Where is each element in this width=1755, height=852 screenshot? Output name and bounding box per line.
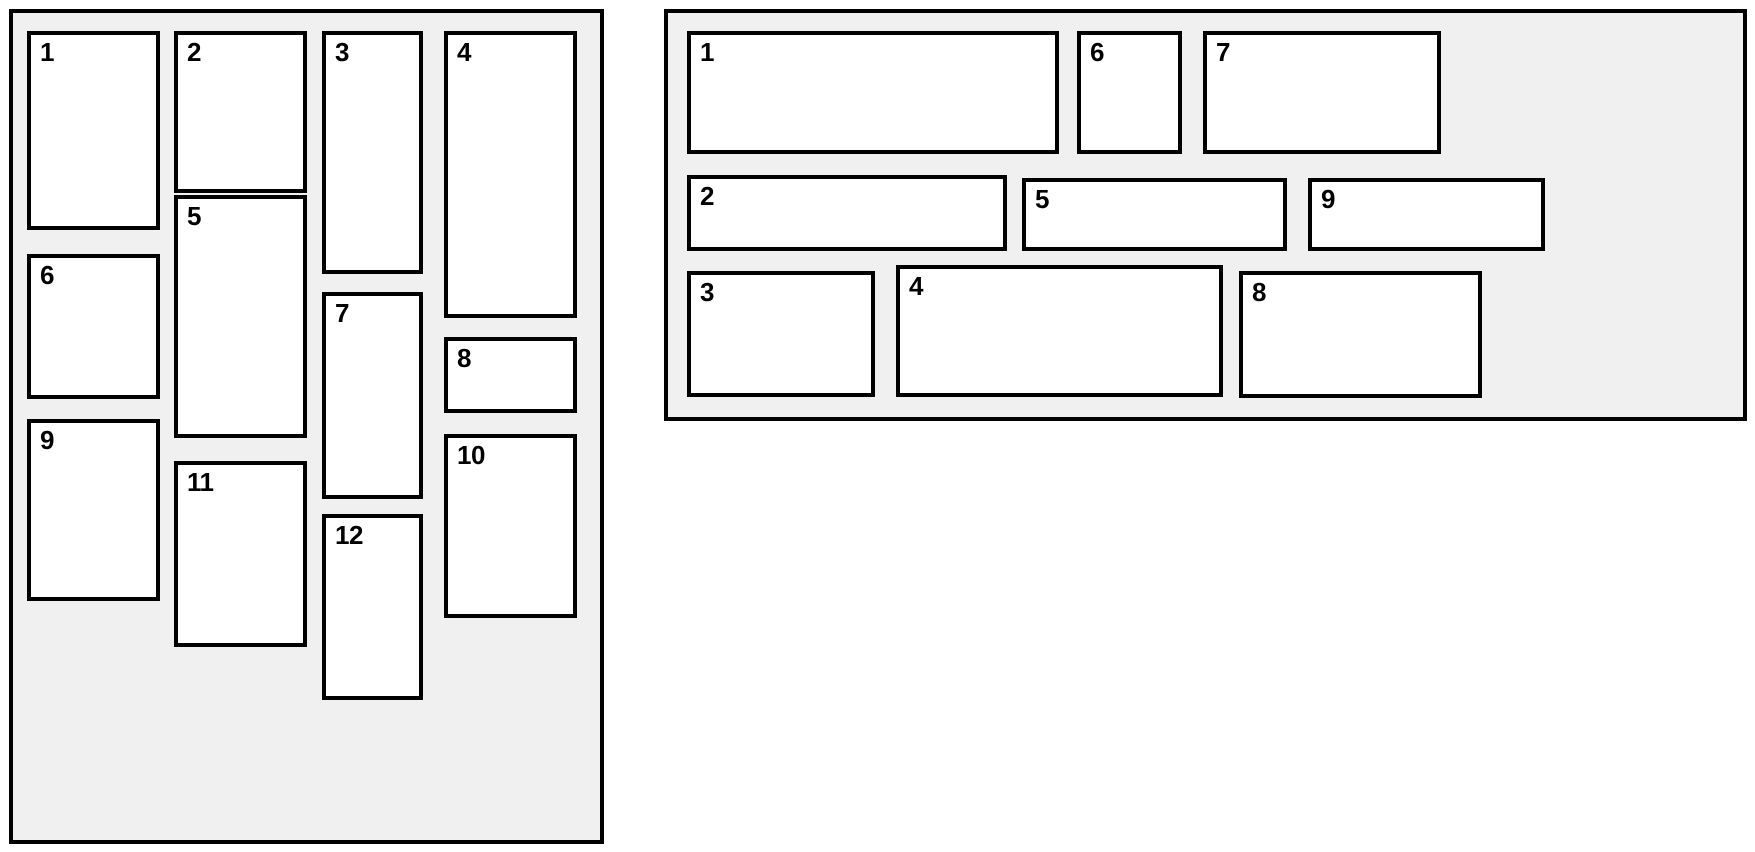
layout-box-8[interactable]: 8 xyxy=(444,337,577,413)
layout-box-2[interactable]: 2 xyxy=(687,175,1007,251)
layout-box-9[interactable]: 9 xyxy=(1308,178,1545,251)
layout-box-5[interactable]: 5 xyxy=(1022,178,1287,251)
layout-box-7[interactable]: 7 xyxy=(322,292,423,499)
layout-box-label: 12 xyxy=(335,520,363,550)
layout-box-7[interactable]: 7 xyxy=(1203,31,1441,154)
layout-box-1[interactable]: 1 xyxy=(27,31,160,230)
layout-box-9[interactable]: 9 xyxy=(27,419,160,601)
layout-box-3[interactable]: 3 xyxy=(687,271,875,397)
right-layout-panel: 1 6 7 2 5 9 3 4 8 xyxy=(664,9,1747,421)
layout-box-8[interactable]: 8 xyxy=(1239,271,1482,398)
layout-box-label: 9 xyxy=(1321,184,1335,214)
layout-box-label: 6 xyxy=(1090,37,1104,67)
layout-box-label: 3 xyxy=(700,277,714,307)
layout-box-12[interactable]: 12 xyxy=(322,514,423,700)
layout-box-label: 4 xyxy=(909,271,923,301)
layout-box-label: 2 xyxy=(187,37,201,67)
layout-box-label: 1 xyxy=(700,37,714,67)
layout-box-10[interactable]: 10 xyxy=(444,434,577,618)
layout-box-label: 3 xyxy=(335,37,349,67)
layout-box-label: 9 xyxy=(40,425,54,455)
layout-box-6[interactable]: 6 xyxy=(27,254,160,399)
layout-box-4[interactable]: 4 xyxy=(896,265,1223,397)
layout-box-label: 8 xyxy=(1252,277,1266,307)
layout-box-5[interactable]: 5 xyxy=(174,195,307,438)
layout-box-label: 1 xyxy=(40,37,54,67)
layout-box-11[interactable]: 11 xyxy=(174,461,307,647)
layout-box-label: 7 xyxy=(1216,37,1230,67)
layout-box-label: 6 xyxy=(40,260,54,290)
layout-box-label: 8 xyxy=(457,343,471,373)
layout-box-label: 2 xyxy=(700,181,714,211)
layout-box-label: 7 xyxy=(335,298,349,328)
layout-box-3[interactable]: 3 xyxy=(322,31,423,274)
layout-box-label: 11 xyxy=(187,467,214,497)
layout-box-4[interactable]: 4 xyxy=(444,31,577,318)
layout-box-label: 10 xyxy=(457,440,485,470)
layout-box-label: 5 xyxy=(187,201,201,231)
layout-box-6[interactable]: 6 xyxy=(1077,31,1182,154)
layout-box-label: 4 xyxy=(457,37,471,67)
layout-box-2[interactable]: 2 xyxy=(174,31,307,193)
layout-box-1[interactable]: 1 xyxy=(687,31,1059,154)
layout-box-label: 5 xyxy=(1035,184,1049,214)
